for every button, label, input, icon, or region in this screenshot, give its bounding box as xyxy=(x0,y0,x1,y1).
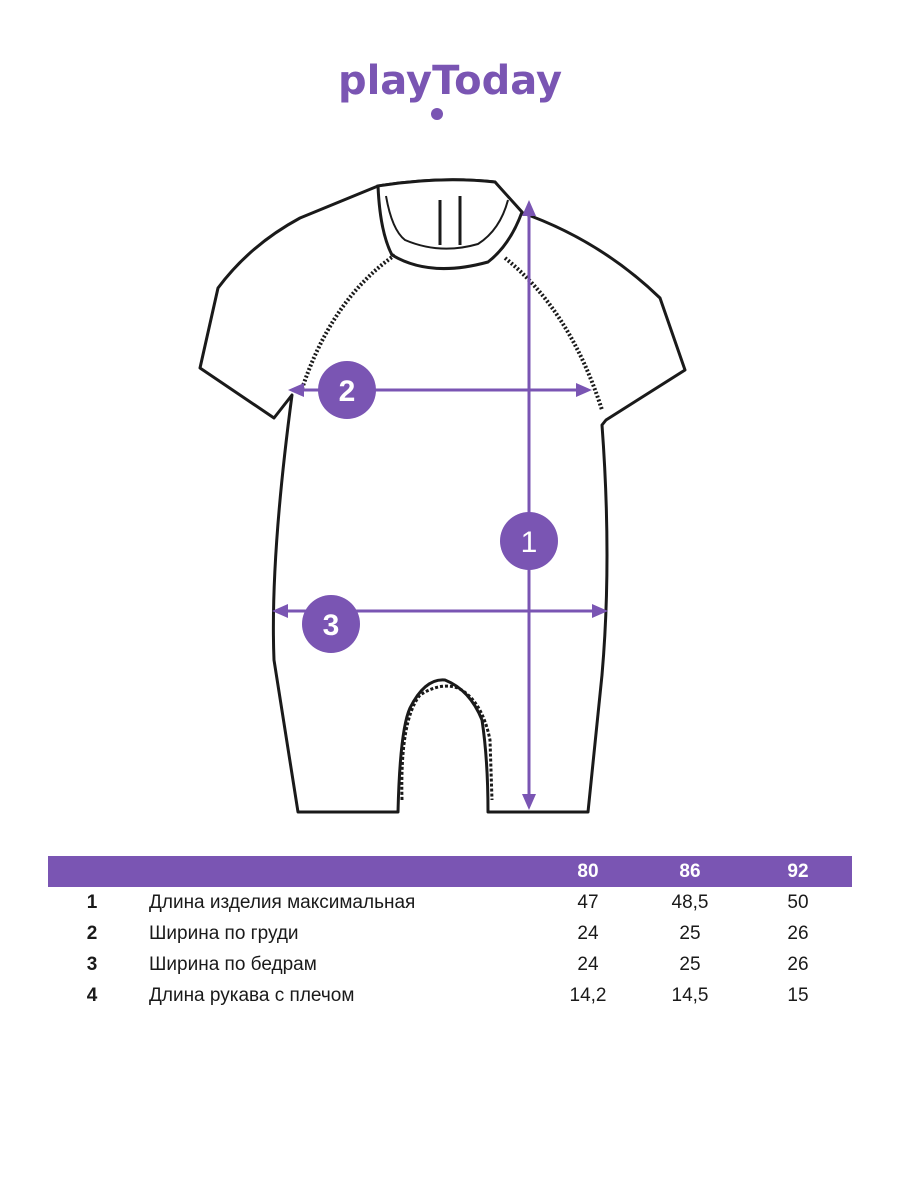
row-number: 1 xyxy=(86,892,98,913)
value-80: 14,2 xyxy=(569,985,607,1006)
value-92: 26 xyxy=(787,954,809,975)
size-92-header: 92 xyxy=(787,861,809,882)
row-label: Длина изделия максимальная xyxy=(149,892,416,913)
value-92: 26 xyxy=(787,923,809,944)
value-80: 24 xyxy=(577,954,599,975)
table-row: 4 Длина рукава с плечом 14,2 14,5 15 xyxy=(0,981,900,1011)
table-row: 2 Ширина по груди 24 25 26 xyxy=(0,919,900,949)
size-80-header: 80 xyxy=(577,861,599,882)
collar xyxy=(376,178,524,270)
row-label: Ширина по бедрам xyxy=(149,954,317,975)
marker-3: 3 xyxy=(302,595,360,653)
value-86: 14,5 xyxy=(671,985,709,1006)
marker-2: 2 xyxy=(318,361,376,419)
chest-arrow-head-right xyxy=(576,383,592,397)
back-placket xyxy=(438,196,462,245)
romper-outline: 1 2 3 xyxy=(198,178,687,814)
row-number: 2 xyxy=(86,923,98,944)
row-label: Длина рукава с плечом xyxy=(149,985,355,1006)
playtoday-logo: playToday xyxy=(338,58,562,120)
hips-arrow-head-left xyxy=(272,604,288,618)
svg-text:3: 3 xyxy=(323,609,340,642)
left-raglan-seam xyxy=(298,253,397,396)
table-row: 1 Длина изделия максимальная 47 48,5 50 xyxy=(0,888,900,918)
value-92: 50 xyxy=(787,892,809,913)
size-table-header: 80 86 92 xyxy=(48,856,852,887)
value-80: 47 xyxy=(577,892,599,913)
logo-dot xyxy=(431,108,443,120)
right-raglan-seam xyxy=(503,256,604,411)
brand-logo: playToday xyxy=(0,52,900,132)
marker-1: 1 xyxy=(500,512,558,570)
size-86-header: 86 xyxy=(679,861,701,882)
row-number: 3 xyxy=(86,954,98,975)
svg-text:1: 1 xyxy=(521,526,538,559)
garment-diagram: 1 2 3 xyxy=(0,170,900,830)
table-row: 3 Ширина по бедрам 24 25 26 xyxy=(0,950,900,980)
crotch-seam xyxy=(400,684,494,801)
hips-arrow-head-right xyxy=(592,604,608,618)
value-86: 25 xyxy=(679,923,701,944)
value-80: 24 xyxy=(577,923,599,944)
collar-inner xyxy=(385,195,509,250)
length-arrow-head-top xyxy=(522,200,536,216)
logo-text: playToday xyxy=(338,58,562,104)
svg-text:2: 2 xyxy=(339,375,356,408)
length-arrow-head-bottom xyxy=(522,794,536,810)
value-86: 25 xyxy=(679,954,701,975)
value-92: 15 xyxy=(787,985,809,1006)
value-86: 48,5 xyxy=(671,892,709,913)
row-number: 4 xyxy=(86,985,98,1006)
row-label: Ширина по груди xyxy=(149,923,299,944)
chest-arrow-head-left xyxy=(288,383,304,397)
romper-body xyxy=(198,178,687,814)
